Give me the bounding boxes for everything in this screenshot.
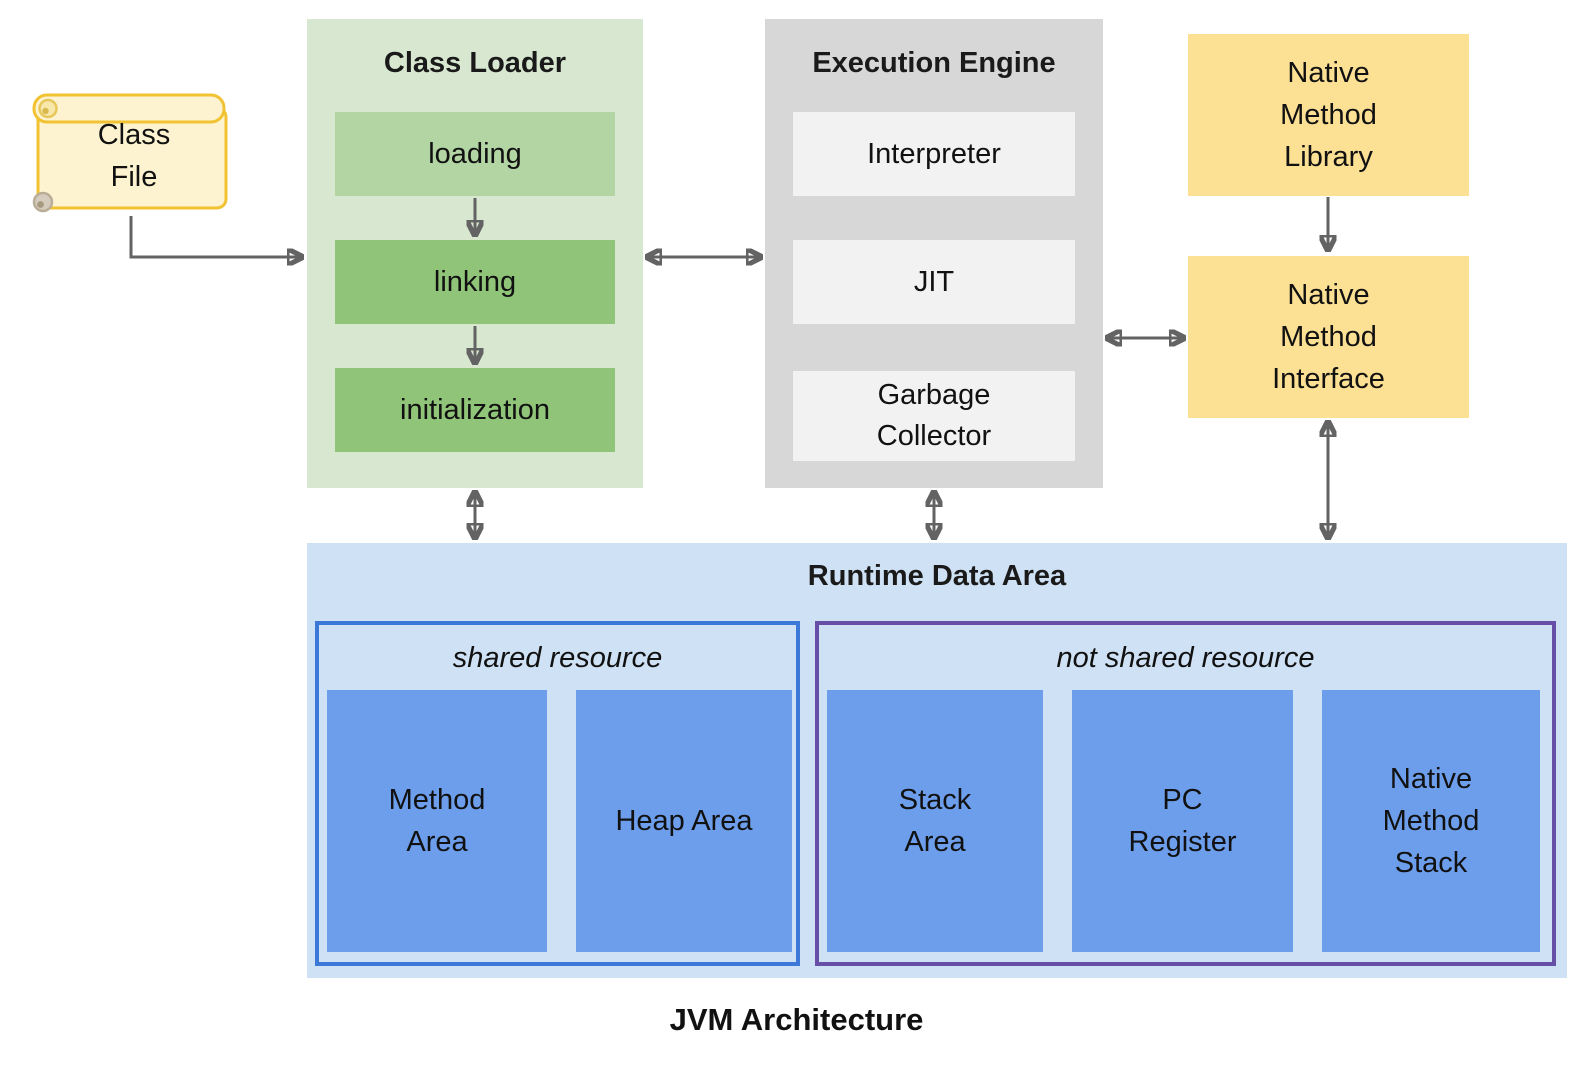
execution-engine-title: Execution Engine (812, 47, 1056, 79)
class-loader-step-linking: linking (335, 240, 615, 324)
method-area-label: Method Area (388, 783, 486, 858)
scroll-top-curl-center (42, 107, 49, 115)
pc-register-label: PC Register (1128, 783, 1237, 858)
native-method-interface-box: Native Method Interface (1188, 256, 1469, 418)
class-loader-panel: Class Loader loading linking initializat… (307, 19, 643, 488)
execution-engine-garbage-collector: Garbage Collector (793, 371, 1075, 461)
class-file-label: Class File (97, 119, 171, 194)
shared-resource-group: shared resource (315, 621, 800, 966)
native-method-library-label: Native Method Library (1280, 56, 1377, 174)
linking-label: linking (433, 265, 517, 298)
native-method-library-box: Native Method Library (1188, 34, 1469, 196)
runtime-data-area-title: Runtime Data Area (807, 560, 1067, 592)
garbage-collector-label: Garbage Collector (876, 379, 992, 452)
scroll-icon (32, 93, 228, 213)
stack-area-label: Stack Area (898, 783, 972, 858)
execution-engine-panel: Execution Engine Interpreter JIT Garbage… (765, 19, 1103, 488)
native-method-stack-box: Native Method Stack (1322, 690, 1540, 952)
class-file-node: Class File (28, 90, 240, 222)
not-shared-resource-label: not shared resource (1056, 641, 1315, 674)
class-file-label-wrap: Class File (28, 114, 240, 198)
stack-area-box: Stack Area (827, 690, 1043, 952)
diagram-title: JVM Architecture (669, 1002, 924, 1037)
class-loader-title: Class Loader (383, 47, 567, 79)
scroll-top-roll (32, 93, 226, 124)
arrow-classfile-to-classloader (129, 216, 303, 257)
native-method-interface-label: Native Method Interface (1272, 278, 1385, 396)
loading-label: loading (428, 137, 522, 170)
heap-area-box: Heap Area (576, 690, 792, 952)
execution-engine-interpreter: Interpreter (793, 112, 1075, 196)
interpreter-label: Interpreter (867, 137, 1001, 170)
scroll-bottom-curl-center (37, 201, 44, 208)
shared-resource-label: shared resource (452, 641, 663, 674)
execution-engine-jit: JIT (793, 240, 1075, 324)
method-area-box: Method Area (327, 690, 547, 952)
native-method-stack-label: Native Method Stack (1382, 762, 1480, 880)
pc-register-box: PC Register (1072, 690, 1293, 952)
initialization-label: initialization (400, 393, 550, 426)
not-shared-resource-group: not shared resource (815, 621, 1556, 966)
heap-area-label: Heap Area (615, 804, 753, 837)
class-loader-step-initialization: initialization (335, 368, 615, 452)
jit-label: JIT (913, 265, 955, 298)
class-loader-step-loading: loading (335, 112, 615, 196)
